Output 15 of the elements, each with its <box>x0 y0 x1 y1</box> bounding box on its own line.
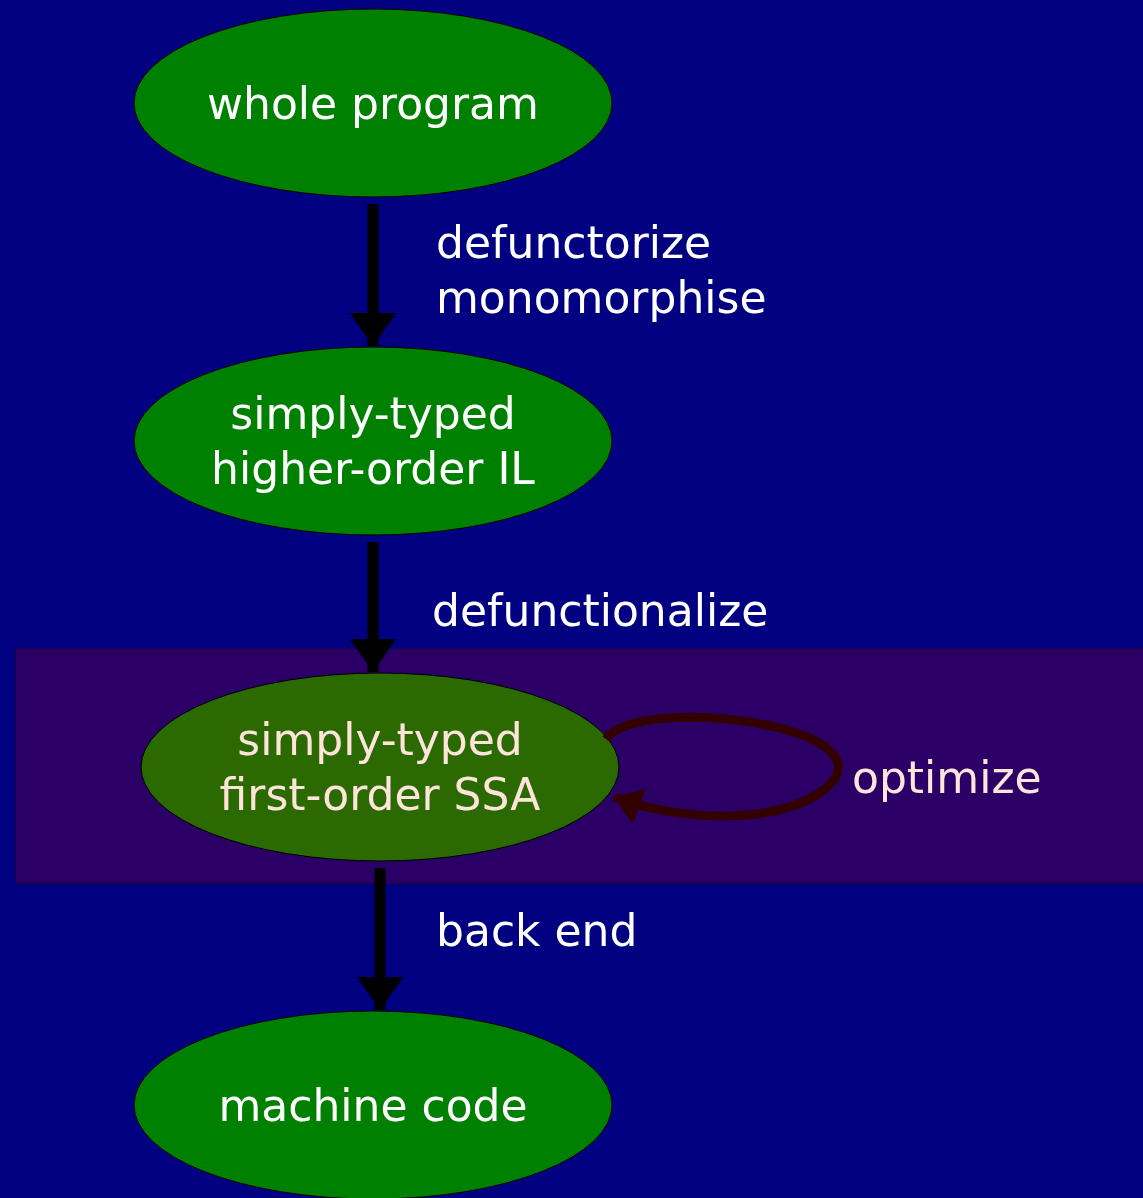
arrow <box>349 542 397 672</box>
ellipse-node <box>133 8 613 198</box>
edge-label: back end <box>436 904 639 958</box>
node-label: simply-typed higher-order IL <box>210 387 536 496</box>
arrow <box>356 868 404 1010</box>
node-label: simply-typed first-order SSA <box>218 713 542 822</box>
arrow <box>603 712 842 824</box>
edge-label: defunctorize monomorphise <box>436 216 768 325</box>
node-label: whole program <box>207 76 539 131</box>
node-label: machine code <box>218 1078 528 1133</box>
ellipse-node <box>140 672 620 862</box>
edge-label: optimize <box>852 751 1043 805</box>
ellipse-node <box>133 346 613 536</box>
edge-label: defunctionalize <box>432 584 770 638</box>
arrow <box>349 204 397 346</box>
